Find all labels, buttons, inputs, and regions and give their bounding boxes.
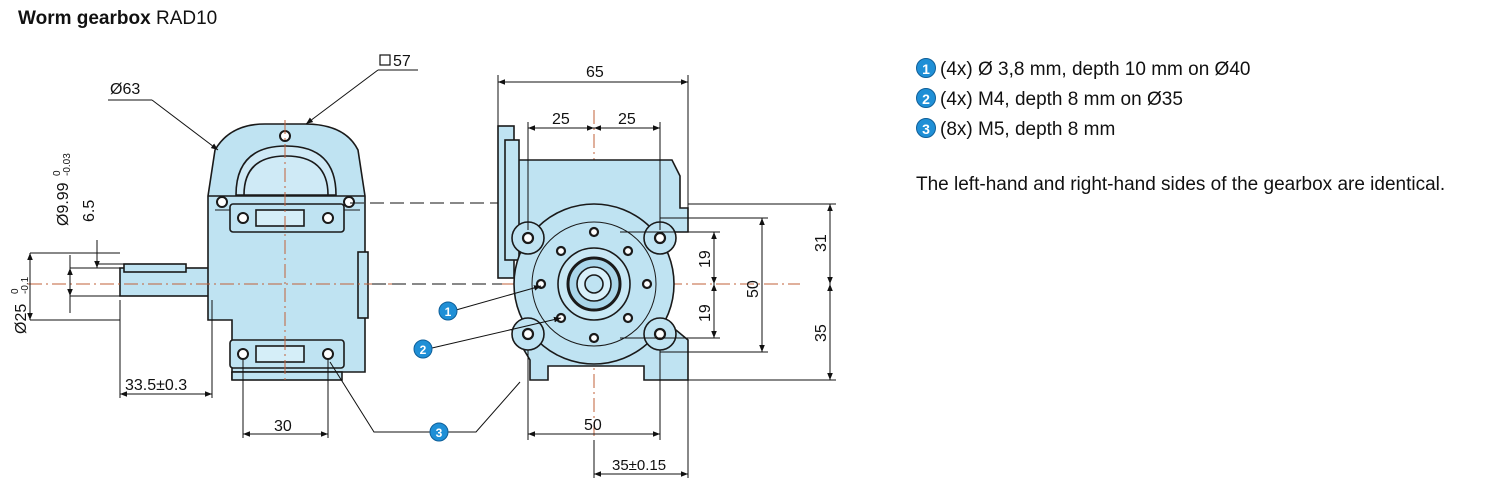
dim-d63: Ø63: [110, 81, 140, 98]
cap: [235, 145, 337, 196]
dim-50-vertical: 50: [745, 280, 762, 298]
legend-item-1: 1(4x) Ø 3,8 mm, depth 10 mm on Ø40: [916, 58, 1250, 81]
callout-2: 2: [413, 339, 433, 359]
dim-d999-tol-lo: -0.03: [62, 153, 73, 176]
dim-57: 57: [393, 53, 411, 70]
page-title: Worm gearbox RAD10: [18, 8, 217, 30]
dim-d25: Ø25: [13, 304, 30, 334]
callout-1: 1: [438, 301, 458, 321]
shaft-key: [123, 263, 187, 273]
dim-d999: Ø9.99: [55, 182, 72, 226]
dimension-lines: [27, 69, 836, 478]
side-flange: [357, 251, 369, 319]
side-view: [119, 123, 369, 381]
svg-text:3: 3: [436, 426, 443, 440]
dim-d25-tol-up: 0: [10, 288, 21, 294]
dim-35-tol: 35±0.15: [612, 457, 666, 474]
title-model: RAD10: [155, 8, 218, 29]
dim-335: 33.5±0.3: [125, 377, 187, 394]
dim-30: 30: [274, 418, 292, 435]
dim-d999-tol-up: 0: [52, 170, 63, 176]
side-view-holes: [216, 130, 355, 360]
title-main: Worm gearbox: [18, 8, 151, 29]
legend-item-3: 3(8x) M5, depth 8 mm: [916, 118, 1115, 141]
svg-text:1: 1: [445, 305, 452, 319]
dim-65-side: 6.5: [81, 200, 98, 222]
legend-badge-3: 3: [916, 118, 936, 138]
legend-text-3: (8x) M5, depth 8 mm: [940, 119, 1116, 140]
dim-d25-tol-lo: -0.1: [20, 276, 31, 294]
dim-31: 31: [813, 234, 830, 252]
dim-25b: 25: [618, 111, 636, 128]
legend-text-2: (4x) M4, depth 8 mm on Ø35: [940, 89, 1183, 110]
svg-text:2: 2: [420, 343, 427, 357]
legend-badge-1: 1: [916, 58, 936, 78]
dim-25a: 25: [552, 111, 570, 128]
identical-sides-note: The left-hand and right-hand sides of th…: [916, 174, 1446, 195]
square-symbol: [379, 54, 391, 66]
legend-item-2: 2(4x) M4, depth 8 mm on Ø35: [916, 88, 1183, 111]
dim-65: 65: [586, 64, 604, 81]
dim-19b: 19: [697, 304, 714, 322]
dim-35: 35: [813, 324, 830, 342]
callout-3: 3: [429, 422, 449, 442]
dim-50-bottom: 50: [584, 417, 602, 434]
legend-badge-2: 2: [916, 88, 936, 108]
dim-19a: 19: [697, 250, 714, 268]
legend-text-1: (4x) Ø 3,8 mm, depth 10 mm on Ø40: [940, 59, 1251, 80]
